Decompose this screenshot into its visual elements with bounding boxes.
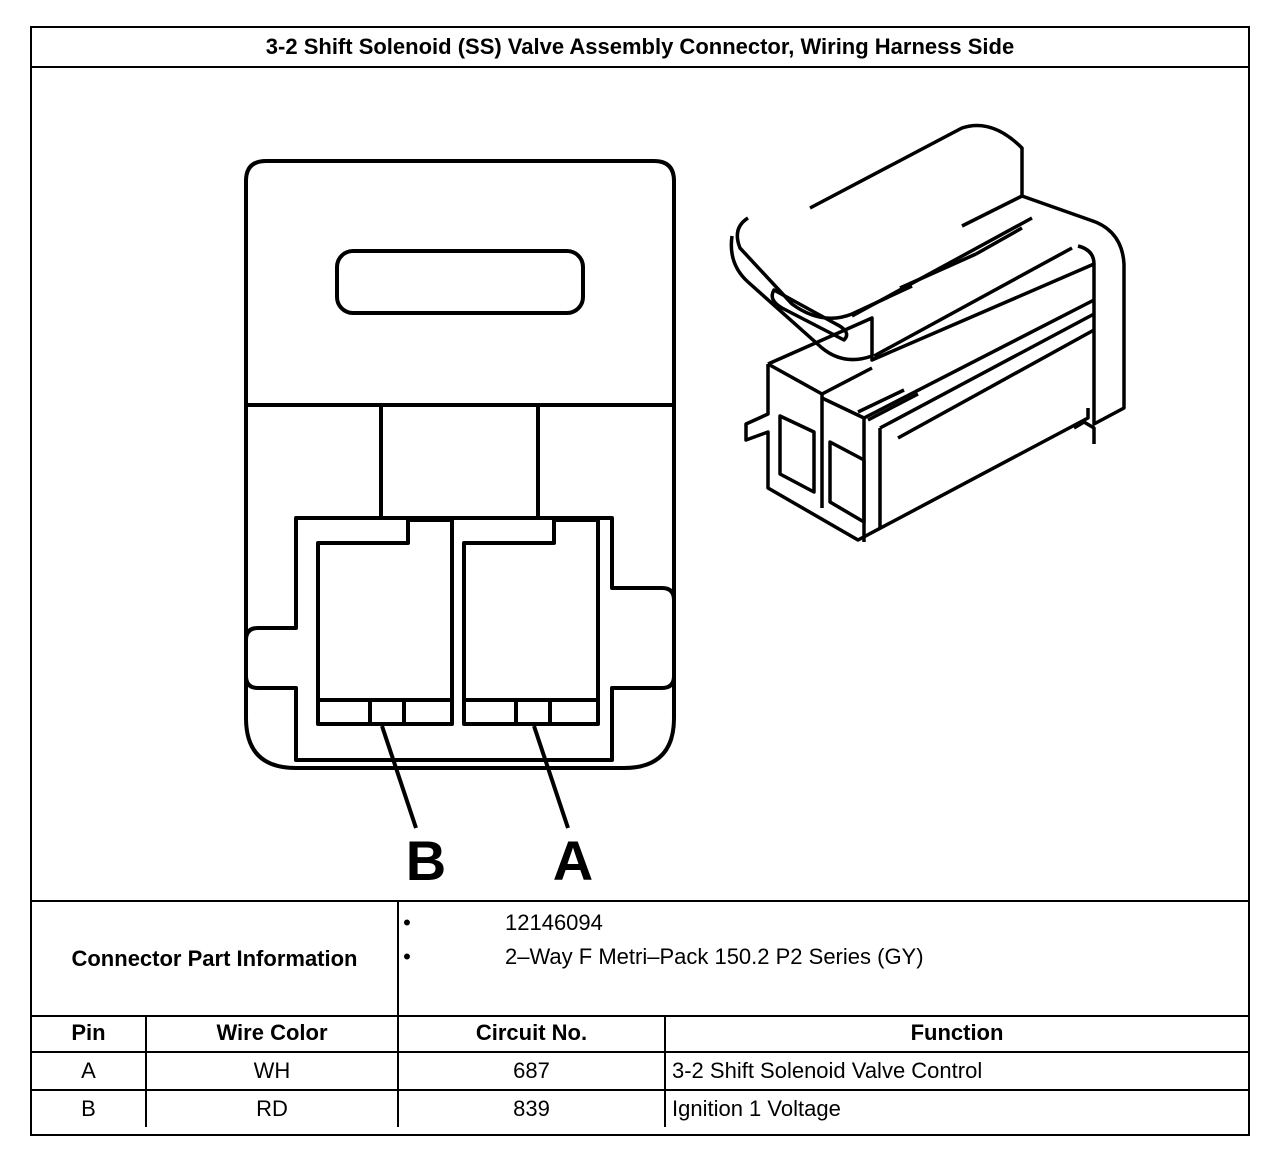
part-number: 12146094 bbox=[505, 910, 603, 935]
bullet-icon: • bbox=[403, 944, 411, 969]
connector-isometric-view bbox=[729, 123, 1126, 542]
header-pin: Pin bbox=[32, 1015, 147, 1053]
function-cell: Ignition 1 Voltage bbox=[664, 1089, 1248, 1127]
pin-table: Pin Wire Color Circuit No. Function A WH… bbox=[32, 1015, 1248, 1127]
wire-color-cell: RD bbox=[145, 1089, 399, 1127]
wire-color-cell: WH bbox=[145, 1051, 399, 1091]
connector-diagram-frame: 3-2 Shift Solenoid (SS) Valve Assembly C… bbox=[30, 26, 1250, 1136]
header-wire-color: Wire Color bbox=[145, 1015, 399, 1053]
part-info-item: • 2–Way F Metri–Pack 150.2 P2 Series (GY… bbox=[403, 944, 924, 970]
connector-type: 2–Way F Metri–Pack 150.2 P2 Series (GY) bbox=[505, 944, 924, 969]
connector-part-info-label: Connector Part Information bbox=[32, 902, 399, 1015]
bullet-icon: • bbox=[403, 910, 411, 935]
function-cell: 3-2 Shift Solenoid Valve Control bbox=[664, 1051, 1248, 1091]
diagram-title: 3-2 Shift Solenoid (SS) Valve Assembly C… bbox=[32, 28, 1248, 68]
connector-part-info: Connector Part Information • 12146094 • … bbox=[32, 900, 1248, 1017]
header-function: Function bbox=[664, 1015, 1248, 1053]
circuit-no-cell: 839 bbox=[397, 1089, 666, 1127]
table-row: B RD 839 Ignition 1 Voltage bbox=[32, 1089, 1248, 1127]
pin-cell: B bbox=[32, 1089, 147, 1127]
part-info-item: • 12146094 bbox=[403, 910, 603, 936]
pin-label-b: B bbox=[406, 829, 446, 892]
connector-part-info-list: • 12146094 • 2–Way F Metri–Pack 150.2 P2… bbox=[399, 902, 1248, 1015]
header-circuit-no: Circuit No. bbox=[397, 1015, 666, 1053]
pin-table-header: Pin Wire Color Circuit No. Function bbox=[32, 1015, 1248, 1053]
connector-face-view bbox=[244, 159, 676, 829]
table-row: A WH 687 3-2 Shift Solenoid Valve Contro… bbox=[32, 1051, 1248, 1091]
pin-cell: A bbox=[32, 1051, 147, 1091]
pin-label-a: A bbox=[553, 829, 593, 892]
connector-drawing: B A bbox=[244, 123, 1126, 892]
circuit-no-cell: 687 bbox=[397, 1051, 666, 1091]
